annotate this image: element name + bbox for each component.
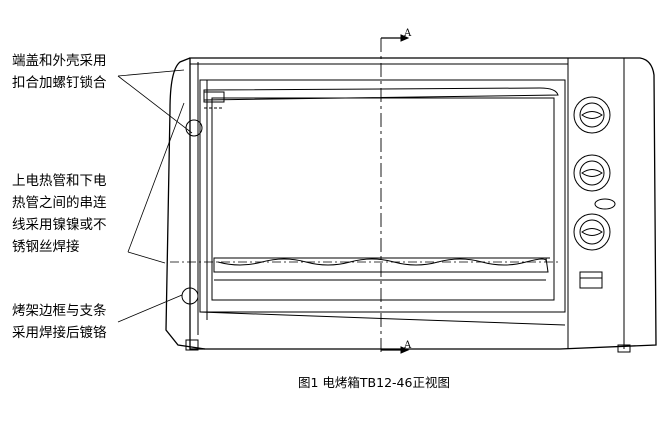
annotation-line: 线采用镍镍或不 xyxy=(12,217,107,233)
control-knob-2 xyxy=(573,154,611,192)
section-label-top: A xyxy=(404,28,412,39)
annotation-rack-frame: 烤架边框与支条 采用焊接后镀铬 xyxy=(12,300,107,344)
annotation-line: 烤架边框与支条 xyxy=(12,303,107,319)
control-knob-3 xyxy=(573,213,611,251)
annotation-line: 上电热管和下电 xyxy=(12,173,107,189)
detail-circle-rack xyxy=(181,287,199,305)
section-label-bottom: A xyxy=(404,340,412,351)
section-line-a-a xyxy=(380,34,410,354)
door-handle-latch xyxy=(579,271,603,289)
left-end-cap xyxy=(165,57,208,350)
annotation-line: 锈钢丝焊接 xyxy=(12,239,80,255)
annotation-line: 采用焊接后镀铬 xyxy=(12,325,107,341)
annotation-line: 热管之间的串连 xyxy=(12,195,107,211)
annotation-heating-tube-weld: 上电热管和下电 热管之间的串连 线采用镍镍或不 锈钢丝焊接 xyxy=(12,170,107,258)
indicator-lamp xyxy=(594,198,616,210)
annotation-line: 端盖和外壳采用 xyxy=(12,53,107,69)
control-knob-1 xyxy=(573,96,611,134)
door-frame xyxy=(199,79,566,326)
annotation-line: 扣合加螺钉锁合 xyxy=(12,75,107,91)
upper-heating-tube xyxy=(203,87,559,109)
annotation-end-cap-joint: 端盖和外壳采用 扣合加螺钉锁合 xyxy=(12,50,107,94)
wire-rack xyxy=(213,257,550,281)
figure-caption: 图1 电烤箱TB12-46正视图 xyxy=(298,375,450,390)
oven-housing xyxy=(189,57,657,350)
detail-circle-joint xyxy=(185,119,203,137)
leader-lines xyxy=(117,69,193,323)
oven-feet xyxy=(185,339,631,353)
